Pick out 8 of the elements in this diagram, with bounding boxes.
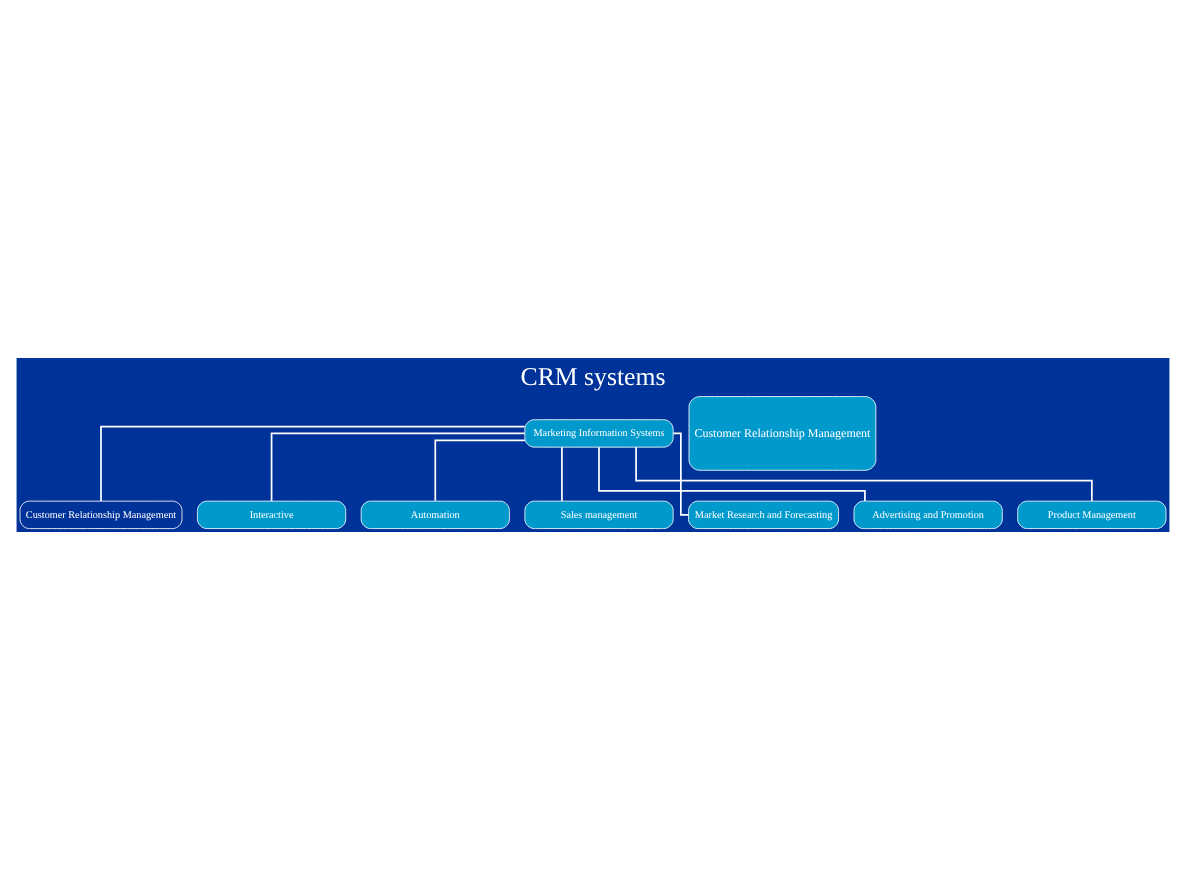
connector [635,445,1093,501]
connector [270,431,526,501]
connector [672,431,690,515]
connector [434,438,526,501]
connector [100,424,526,501]
connector [598,445,866,501]
connector [561,445,563,501]
diagram-title: CRM systems [520,362,666,391]
